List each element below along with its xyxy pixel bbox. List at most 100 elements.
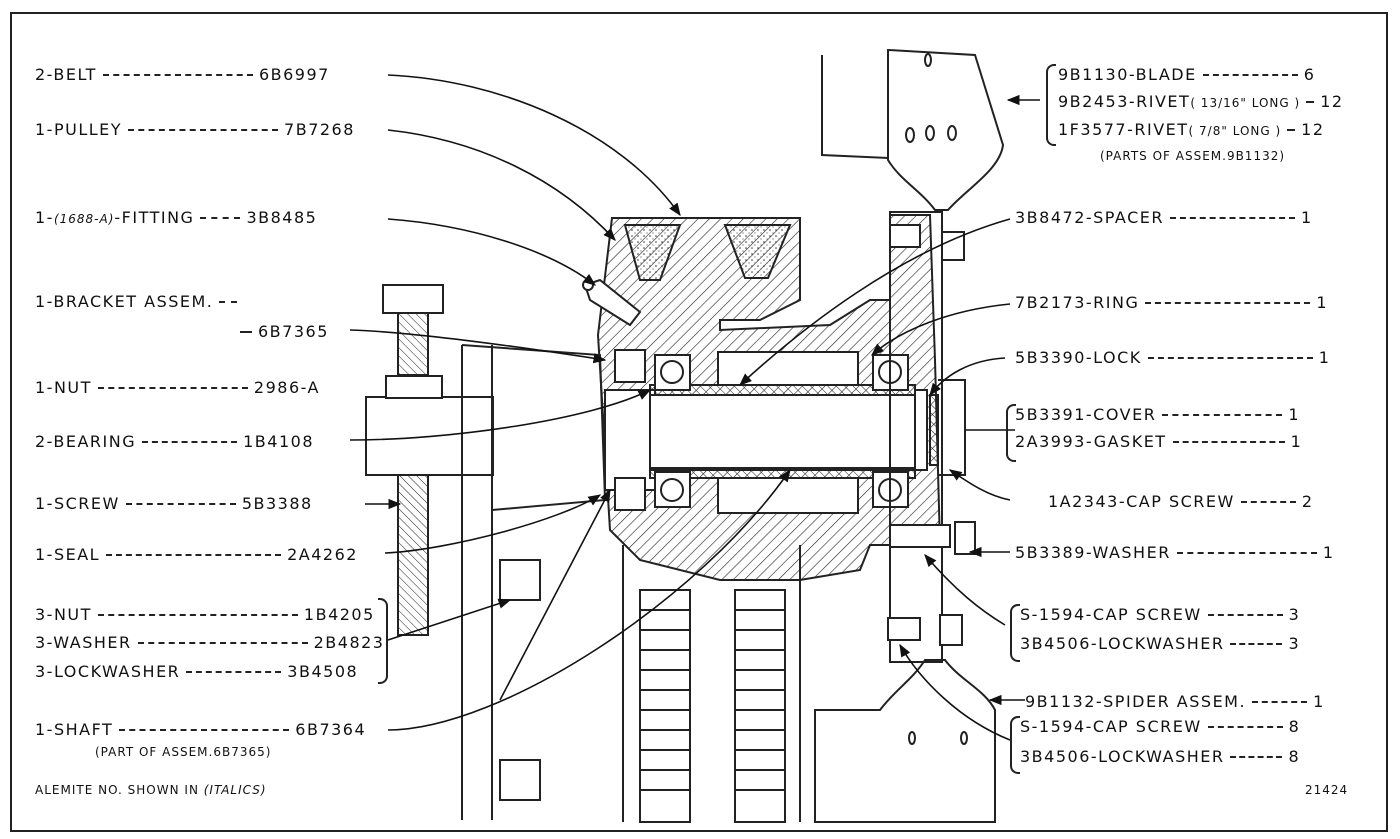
- radiator-fins: [622, 545, 801, 823]
- leader-dash: [219, 300, 238, 303]
- capscrew3-part: S-1594: [1020, 717, 1086, 736]
- bearing-name: 2-BEARING: [35, 432, 137, 451]
- label-rivet1: 9B2453-RIVET( 13/16" LONG )12: [1058, 92, 1344, 113]
- screw-name: 1-SCREW: [35, 494, 120, 513]
- leader-dash: [119, 728, 290, 731]
- leader-dash: [1172, 440, 1285, 443]
- bearing-part: 1B4108: [243, 432, 314, 451]
- rivet1-size: ( 13/16" LONG ): [1190, 96, 1301, 110]
- spider-hub: [887, 211, 976, 663]
- nut3-name: 3-NUT: [35, 605, 92, 624]
- capscrew2-part: S-1594: [1020, 605, 1086, 624]
- bracket-nuts: [499, 559, 541, 801]
- label-capscrew1: 1A2343-CAP SCREW 2: [1048, 492, 1314, 512]
- leader-dash: [1207, 613, 1283, 616]
- leader-dash: [1147, 356, 1313, 359]
- lockwasher2-name: -LOCKWASHER: [1090, 634, 1225, 653]
- capscrew3-name: -CAP SCREW: [1085, 717, 1202, 736]
- gasket-name: -GASKET: [1085, 432, 1167, 451]
- blade-group-brace: [1046, 64, 1056, 146]
- washer3-name: 3-WASHER: [35, 633, 132, 652]
- ring-qty: 1: [1316, 293, 1329, 312]
- spacer-qty: 1: [1301, 208, 1313, 227]
- leader-dash: [186, 670, 282, 673]
- spacer-name: -SPACER: [1085, 208, 1164, 227]
- blade-name: -BLADE: [1128, 65, 1197, 84]
- spider-group-brace: [1010, 716, 1020, 774]
- leader-dash: [1306, 100, 1315, 103]
- blade-part: 9B1130: [1058, 65, 1129, 84]
- rivet2-part: 1F3577: [1058, 120, 1128, 139]
- cover-qty: 1: [1288, 405, 1300, 424]
- leader-dash: [142, 440, 238, 443]
- leader-dash: [1230, 755, 1283, 758]
- leader-dash: [1240, 500, 1296, 503]
- bracket-part: 6B7365: [258, 322, 329, 341]
- fitting-alemite: (1688-A): [53, 212, 115, 226]
- capscrew1-qty: 2: [1301, 492, 1314, 511]
- capscrew2-qty: 3: [1288, 605, 1301, 624]
- leader-dash: [1207, 725, 1283, 728]
- capscrew1-name: -CAP SCREW: [1118, 492, 1235, 511]
- lockwasher4-qty: 8: [1288, 747, 1301, 766]
- label-bearing: 2-BEARING 1B4108: [35, 432, 314, 452]
- footnote: ALEMITE NO. SHOWN IN (ITALICS): [35, 780, 267, 800]
- capscrew1-part: 1A2343: [1048, 492, 1119, 511]
- rivet2-name: -RIVET: [1127, 120, 1189, 139]
- cover-group-brace: [1006, 404, 1016, 462]
- washer3-part: 2B4823: [313, 633, 385, 652]
- seal-part: 2A4262: [287, 545, 358, 564]
- fitting-suffix: -FITTING: [114, 208, 195, 227]
- leader-dash: [1230, 642, 1283, 645]
- leader-dash: [1202, 73, 1298, 76]
- label-ring: 7B2173-RING 1: [1015, 293, 1328, 313]
- footnote-text: ALEMITE NO. SHOWN IN: [35, 783, 199, 797]
- gasket-part: 2A3993: [1015, 432, 1086, 451]
- cover-part: 5B3391: [1015, 405, 1086, 424]
- adjusting-screw: [382, 284, 444, 636]
- cover-name: -COVER: [1085, 405, 1157, 424]
- fan-blade-upper: [821, 48, 1005, 211]
- washer-name: -WASHER: [1085, 543, 1171, 562]
- leader-dash: [97, 613, 298, 616]
- lockwasher2-qty: 3: [1288, 634, 1301, 653]
- lockwasher3-name: 3-LOCKWASHER: [35, 662, 181, 681]
- label-seal: 1-SEAL 2A4262: [35, 545, 358, 565]
- leader-dash: [1145, 301, 1311, 304]
- figure-number: 21424: [1305, 783, 1349, 797]
- rivet1-name: -RIVET: [1128, 92, 1191, 111]
- leader-dash: [102, 73, 253, 76]
- leader-dash: [1252, 700, 1308, 703]
- lockwasher4-name: -LOCKWASHER: [1090, 747, 1225, 766]
- ring-name: -RING: [1085, 293, 1140, 312]
- lock-part: 5B3390: [1015, 348, 1086, 367]
- label-bracket-part: 6B7365: [240, 322, 329, 342]
- rivet1-part: 9B2453: [1058, 92, 1129, 111]
- label-bracket: 1-BRACKET ASSEM.: [35, 292, 243, 312]
- leader-dash: [128, 128, 279, 131]
- belt-name: 2-BELT: [35, 65, 97, 84]
- pulley-name: 1-PULLEY: [35, 120, 123, 139]
- ring-part: 7B2173: [1015, 293, 1086, 312]
- fitting-prefix: 1-: [35, 208, 54, 227]
- shaft-name: 1-SHAFT: [35, 720, 114, 739]
- seal-name: 1-SEAL: [35, 545, 101, 564]
- leader-dash: [1162, 413, 1283, 416]
- leader-dash: [200, 216, 241, 219]
- lockwasher4-part: 3B4506: [1020, 747, 1091, 766]
- screw-part: 5B3388: [241, 494, 313, 513]
- leader-dash: [125, 502, 236, 505]
- rivet-note: (PARTS OF ASSEM.9B1132): [1100, 149, 1286, 163]
- label-lockwasher4: 3B4506-LOCKWASHER 8: [1020, 747, 1300, 767]
